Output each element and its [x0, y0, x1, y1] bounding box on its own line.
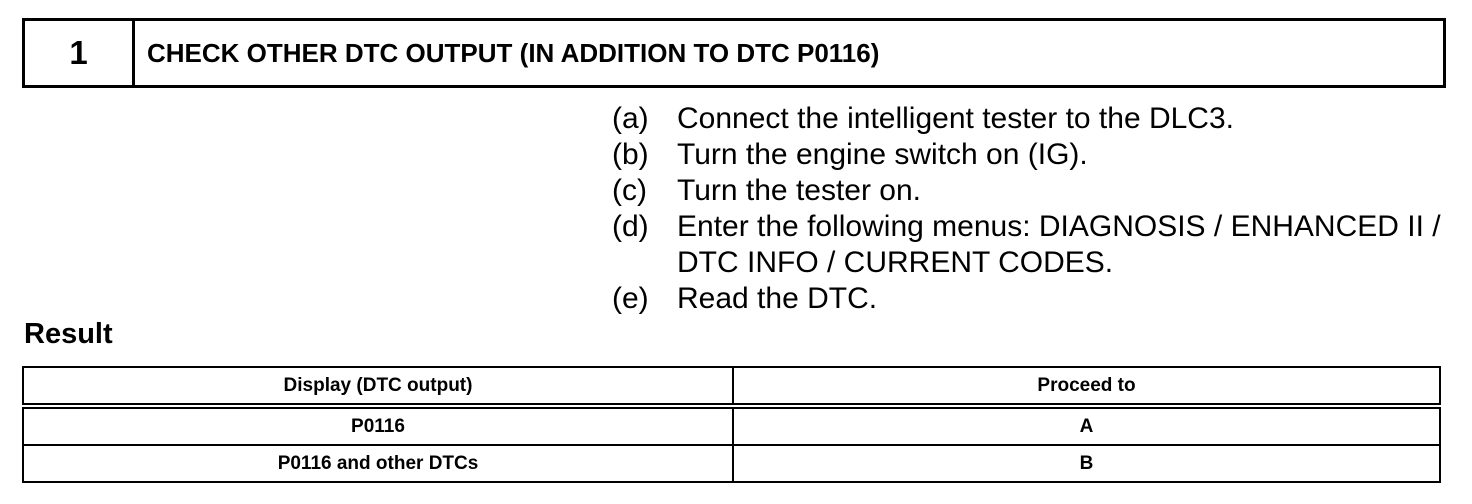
instruction-marker: (d) [612, 210, 649, 243]
instruction-marker: (b) [612, 138, 649, 171]
step-title: CHECK OTHER DTC OUTPUT (IN ADDITION TO D… [147, 37, 880, 68]
table-cell-display: P0116 and other DTCs [22, 444, 734, 483]
table-cell-display: P0116 [22, 405, 734, 446]
instruction-text: Enter the following menus: DIAGNOSIS / E… [677, 210, 1441, 279]
instruction-marker: (a) [612, 102, 649, 135]
instruction-item: (d) Enter the following menus: DIAGNOSIS… [612, 209, 1452, 281]
instruction-marker: (e) [612, 282, 649, 315]
column-header-proceed: Proceed to [732, 366, 1441, 409]
instruction-item: (b) Turn the engine switch on (IG). [612, 137, 1452, 173]
step-header: 1 CHECK OTHER DTC OUTPUT (IN ADDITION TO… [22, 18, 1446, 88]
table-row: P0116 A [22, 405, 1441, 446]
step-number: 1 [25, 21, 135, 85]
instruction-item: (a) Connect the intelligent tester to th… [612, 101, 1452, 137]
instruction-list: (a) Connect the intelligent tester to th… [612, 101, 1452, 317]
instruction-text: Connect the intelligent tester to the DL… [677, 102, 1234, 135]
column-header-display: Display (DTC output) [22, 366, 734, 409]
result-table: Display (DTC output) Proceed to P0116 A … [22, 366, 1441, 483]
instruction-marker: (c) [612, 174, 647, 207]
table-row: P0116 and other DTCs B [22, 444, 1441, 483]
instruction-item: (e) Read the DTC. [612, 281, 1452, 317]
instruction-text: Turn the tester on. [677, 174, 922, 207]
table-header-row: Display (DTC output) Proceed to [22, 366, 1441, 409]
table-cell-proceed: A [732, 405, 1441, 446]
instruction-text: Turn the engine switch on (IG). [677, 138, 1088, 171]
instruction-text: Read the DTC. [677, 282, 878, 315]
result-heading: Result [24, 318, 113, 350]
table-cell-proceed: B [732, 444, 1441, 483]
instruction-item: (c) Turn the tester on. [612, 173, 1452, 209]
